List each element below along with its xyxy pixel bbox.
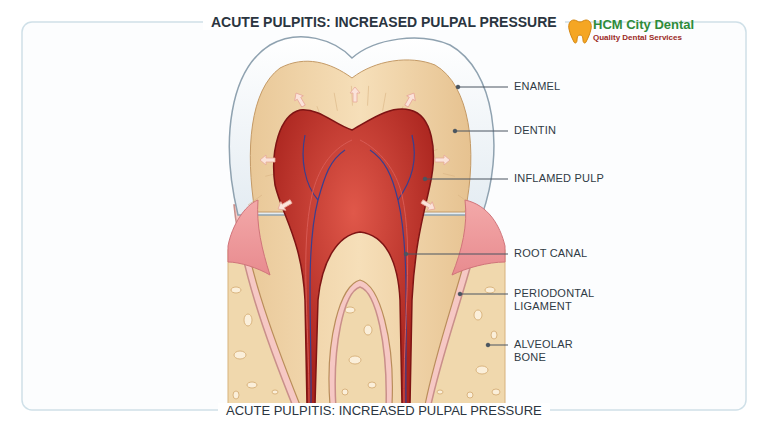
part-label: ENAMEL <box>514 80 560 93</box>
bone-pore <box>476 366 488 374</box>
title: ACUTE PULPITIS: INCREASED PULPAL PRESSUR… <box>203 14 565 30</box>
bone-pore <box>342 389 348 395</box>
frame <box>22 22 746 410</box>
part-label: ALVEOLAR BONE <box>514 338 586 364</box>
gingiva <box>452 200 505 275</box>
bone-pore <box>272 390 278 394</box>
blood-vessels <box>306 140 408 404</box>
vessel <box>370 150 406 404</box>
leader-line <box>455 131 508 132</box>
logo-icon <box>569 20 592 43</box>
part-label: PERIODONTAL LIGAMENT <box>514 287 614 313</box>
dentin-tubule <box>368 86 369 106</box>
bone-pore <box>364 325 372 335</box>
blood-vessels <box>303 135 414 404</box>
pressure-arrows <box>260 87 450 213</box>
pressure-arrow <box>350 87 360 102</box>
logo-name: HCM City Dental <box>593 17 694 32</box>
pressure-arrow <box>419 197 437 213</box>
bone-pore <box>485 287 495 293</box>
bone-pore <box>244 314 252 326</box>
bone-pore <box>231 287 241 293</box>
gingiva <box>228 200 270 275</box>
bone-pore <box>467 392 473 398</box>
dentin-tubule <box>334 93 337 111</box>
leader-line <box>406 254 508 255</box>
vessel <box>310 150 345 404</box>
bone-pore <box>247 382 257 388</box>
pressure-arrow <box>276 197 294 213</box>
vessel <box>303 135 318 200</box>
leader-dot <box>486 343 490 347</box>
bone-pore <box>345 307 355 313</box>
pressure-arrow <box>402 91 418 109</box>
dentin-tubule <box>383 93 386 111</box>
leader-dot <box>453 129 457 133</box>
leader-line <box>460 294 508 295</box>
pressure-arrow <box>292 91 308 109</box>
leader-line <box>488 345 508 346</box>
part-label: DENTIN <box>514 124 556 137</box>
bone-pore <box>492 389 500 395</box>
bone-pore <box>437 390 443 394</box>
bone-pore <box>474 310 482 320</box>
leader-dot <box>423 177 427 181</box>
vessel <box>306 140 352 404</box>
vessel <box>360 140 408 404</box>
part-label: INFLAMED PULP <box>514 172 604 185</box>
leader-line <box>425 179 508 180</box>
leader-dot <box>404 252 408 256</box>
part-label: ROOT CANAL <box>514 247 587 260</box>
leader-line <box>458 87 508 88</box>
leader-dot <box>456 85 460 89</box>
pressure-arrow <box>260 155 275 165</box>
bone-pore <box>234 351 246 359</box>
leader-dot <box>458 292 462 296</box>
bone-pore <box>368 382 376 388</box>
bone-pore <box>233 391 239 399</box>
pressure-arrow <box>435 155 450 165</box>
bone-pore <box>491 331 497 339</box>
dentin-tubule <box>443 173 455 176</box>
leader-lines <box>404 85 508 347</box>
caption: ACUTE PULPITIS: INCREASED PULPAL PRESSUR… <box>218 403 550 418</box>
bone-pore <box>349 356 361 364</box>
inflamed-pulp <box>274 109 434 405</box>
dentin-tubule <box>351 86 352 106</box>
logo-tagline: Quality Dental Services <box>593 33 682 43</box>
